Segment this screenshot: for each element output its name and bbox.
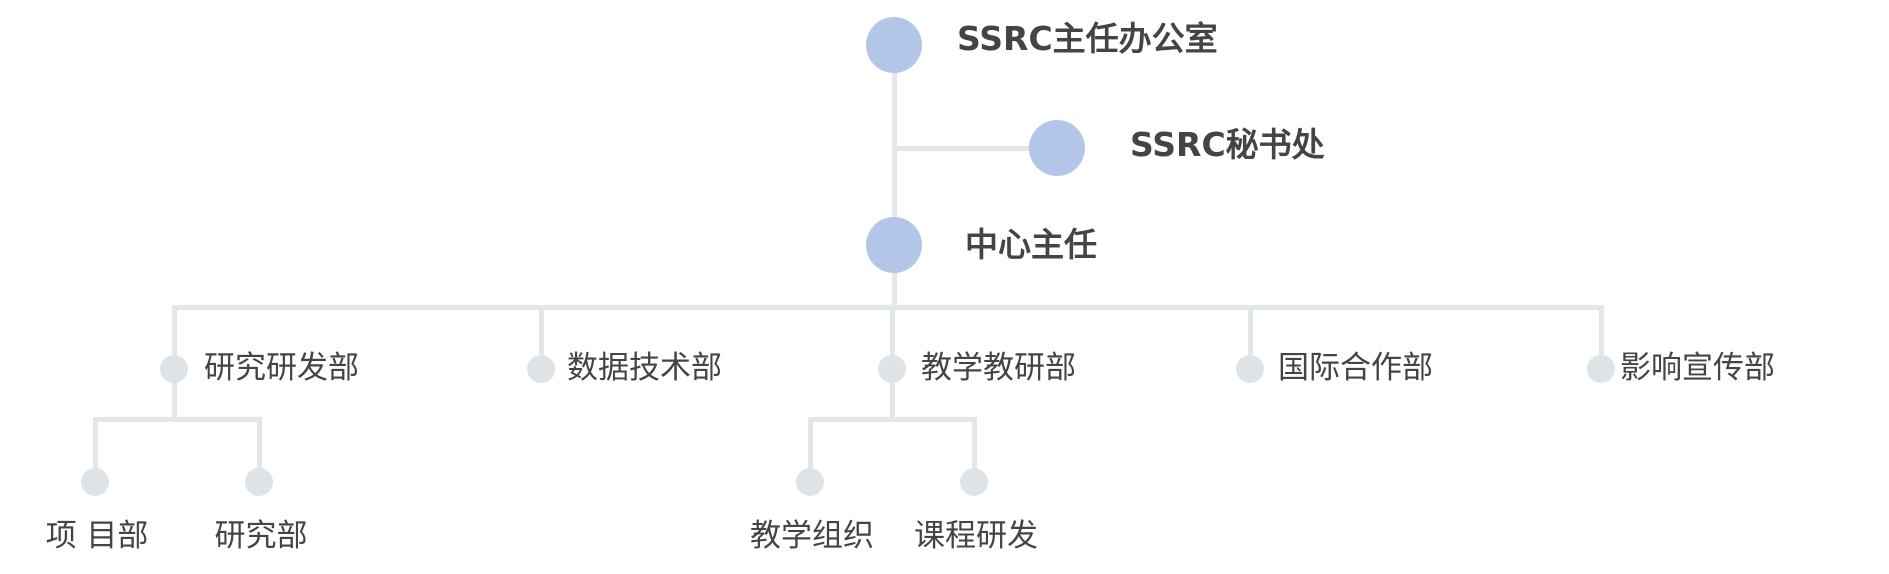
department-bar — [172, 305, 1604, 310]
secretariat-connector — [892, 146, 1057, 151]
research-sub-drop-1 — [93, 417, 98, 482]
teaching-sub-drop-1 — [808, 417, 813, 482]
trunk-line — [892, 45, 897, 309]
dept-label: 研究研发部 — [204, 350, 359, 386]
teaching-sub-drop-2 — [972, 417, 977, 482]
sub-label: 教学组织 — [750, 518, 874, 554]
dept-label: 教学教研部 — [921, 350, 1076, 386]
sub-node — [796, 468, 824, 496]
sub-node — [245, 468, 273, 496]
secretariat-label: SSRC秘书处 — [1130, 125, 1325, 164]
dept-label: 数据技术部 — [567, 350, 722, 386]
teaching-sub-bar — [808, 417, 977, 422]
director-node — [866, 217, 922, 273]
dept-drop-2 — [539, 305, 544, 369]
dept-label: 国际合作部 — [1278, 350, 1433, 386]
sub-label: 课程研发 — [914, 518, 1038, 554]
dept-node — [1587, 355, 1615, 383]
office-label: SSRC主任办公室 — [957, 19, 1218, 58]
sub-node — [81, 468, 109, 496]
dept-drop-4 — [1248, 305, 1253, 369]
dept-node — [527, 355, 555, 383]
research-sub-bar — [93, 417, 262, 422]
dept-label: 影响宣传部 — [1620, 350, 1775, 386]
research-sub-drop-2 — [257, 417, 262, 482]
office-node — [866, 17, 922, 73]
sub-node — [960, 468, 988, 496]
secretariat-node — [1029, 120, 1085, 176]
dept-node — [1236, 355, 1264, 383]
director-label: 中心主任 — [965, 225, 1097, 264]
dept-drop-5 — [1599, 305, 1604, 369]
dept-node — [160, 355, 188, 383]
dept-node — [878, 355, 906, 383]
sub-label: 研究部 — [214, 518, 308, 554]
sub-label: 项 目部 — [45, 518, 149, 554]
